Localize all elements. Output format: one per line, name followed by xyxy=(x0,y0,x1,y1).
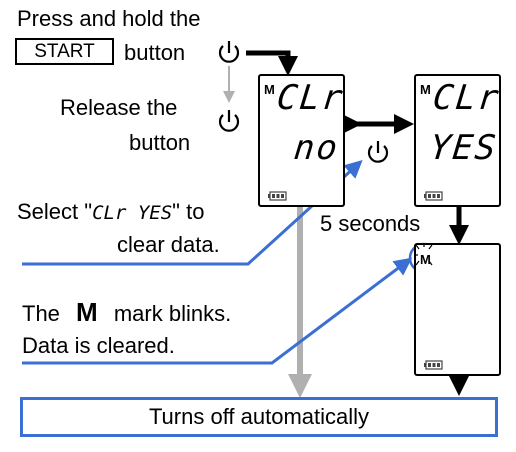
display-screen-cleared: M xyxy=(414,243,501,376)
select-code: CLr YES xyxy=(92,202,173,224)
button-text: button xyxy=(124,40,186,65)
blink-mark-icon xyxy=(414,243,433,266)
display-screen-yes: M CLr YES xyxy=(414,74,503,207)
battery-icon xyxy=(268,191,287,201)
blink-callout-line xyxy=(22,257,413,365)
m-mark-prefix: The xyxy=(22,301,60,326)
turns-off-box: Turns off automatically xyxy=(20,397,498,437)
select-instruction: Select "CLr YES" to xyxy=(17,199,204,226)
clear-data-text: clear data. xyxy=(117,232,220,257)
m-indicator: M xyxy=(264,82,275,97)
m-mark-letter: M xyxy=(76,297,98,327)
select-suffix: " to xyxy=(172,199,205,224)
start-button-label: START xyxy=(15,38,114,65)
m-indicator: M xyxy=(420,82,431,97)
press-hold-text: Press and hold the xyxy=(17,6,201,31)
release-button-text: button xyxy=(129,130,191,155)
blinking-m-indicator: M xyxy=(420,252,431,267)
press-to-screen1-arrow xyxy=(246,50,298,76)
battery-icon xyxy=(424,191,443,201)
power-icon xyxy=(367,141,389,163)
no-text: no xyxy=(291,128,342,168)
data-cleared-text: Data is cleared. xyxy=(22,333,175,358)
display-screen-no: M CLr no xyxy=(258,74,347,207)
m-mark-instruction: The M mark blinks. xyxy=(22,299,231,327)
five-seconds-label: 5 seconds xyxy=(320,211,421,236)
clr-text: CLr xyxy=(430,78,503,118)
power-icon xyxy=(218,41,240,63)
select-prefix: Select " xyxy=(17,199,93,224)
power-icon xyxy=(218,110,240,132)
m-mark-suffix: mark blinks. xyxy=(113,301,232,326)
yes-text: YES xyxy=(427,128,500,168)
battery-icon xyxy=(424,360,443,370)
clr-text: CLr xyxy=(274,78,347,118)
release-text: Release the xyxy=(60,95,178,120)
